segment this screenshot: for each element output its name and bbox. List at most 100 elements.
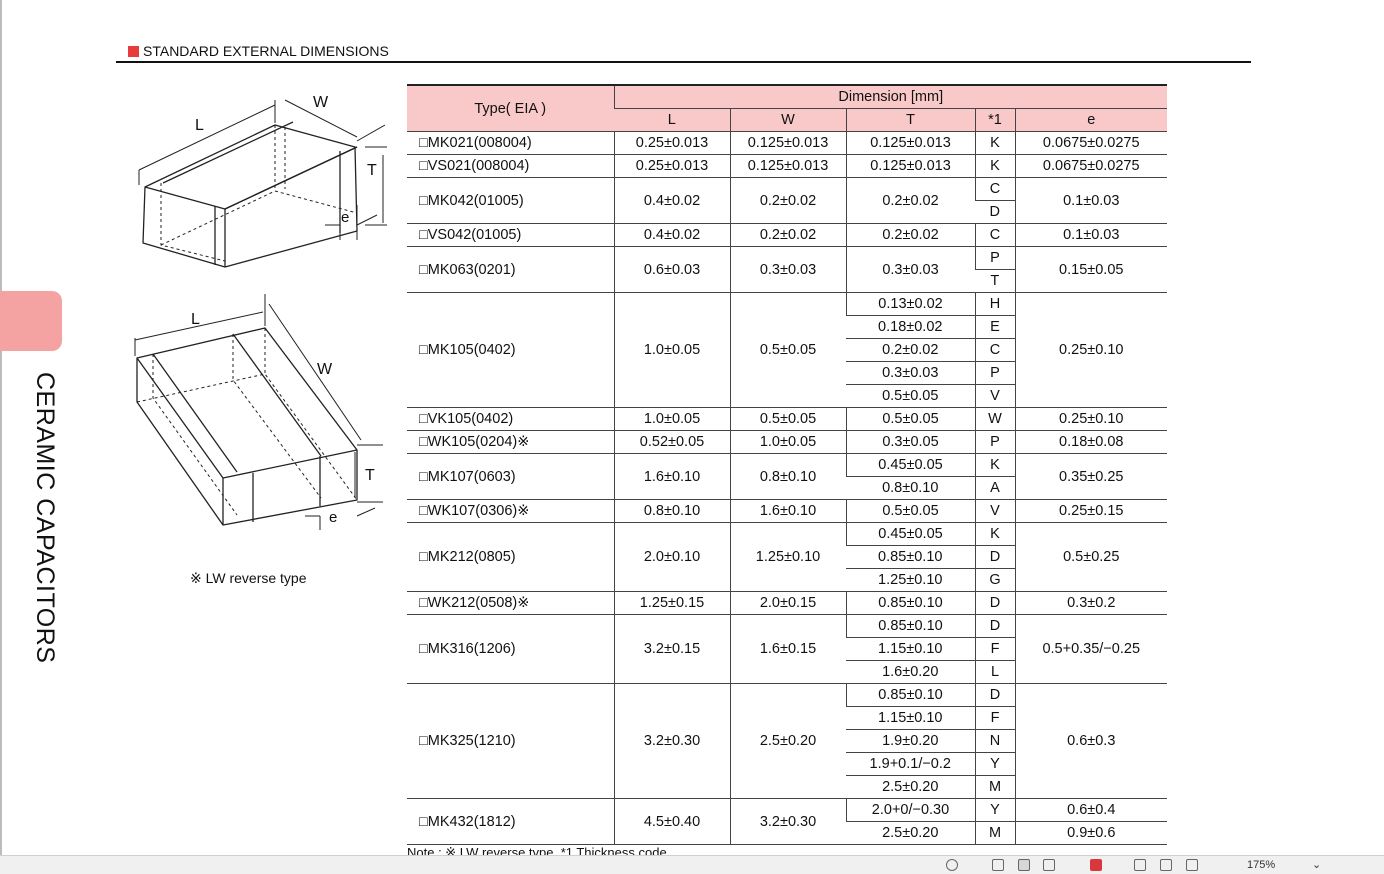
- table-row: □MK042(01005) 0.4±0.02 0.2±0.02 0.2±0.02…: [407, 177, 1167, 224]
- title-rule: [116, 61, 1251, 63]
- t-cell: 1.6±0.20: [846, 660, 975, 684]
- table-subrow: 0.18±0.02 E: [407, 315, 1167, 339]
- code-cell: D: [974, 614, 1015, 638]
- code-cell: D: [974, 683, 1015, 707]
- header-T: T: [845, 108, 975, 132]
- table-subrow: 0.2±0.02 C: [407, 338, 1167, 362]
- actual-size-icon[interactable]: [1186, 859, 1198, 871]
- table-row: □MK325(1210) 3.2±0.30 2.5±0.20 0.85±0.10…: [407, 683, 1167, 799]
- type-cell: □MK105(0402): [407, 292, 614, 408]
- table-row: □MK021(008004) 0.25±0.013 0.125±0.013 0.…: [407, 131, 1167, 155]
- code-cell: P: [974, 246, 1015, 270]
- t-cell: 0.3±0.03: [845, 246, 975, 293]
- header-type: Type( EIA ): [407, 84, 614, 132]
- table-subrow: 1.9±0.20 N: [407, 729, 1167, 753]
- table-subrow: 1.15±0.10 F: [407, 637, 1167, 661]
- table-row: □WK212(0508)※ 1.25±0.15 2.0±0.15 0.85±0.…: [407, 591, 1167, 615]
- header-code: *1: [974, 108, 1015, 132]
- code-cell: C: [974, 177, 1015, 201]
- e-cell: 0.0675±0.0275: [1014, 131, 1167, 155]
- l-cell: 0.4±0.02: [613, 177, 730, 224]
- type-cell: □VK105(0402): [407, 407, 614, 431]
- zoom-dropdown-chevron-icon[interactable]: ⌄: [1312, 859, 1322, 871]
- type-cell: □VS042(01005): [407, 223, 614, 247]
- presentation-icon[interactable]: [1090, 859, 1102, 871]
- type-cell: □WK107(0306)※: [407, 499, 614, 523]
- code-cell: P: [974, 361, 1015, 385]
- w-cell: 0.125±0.013: [729, 131, 846, 155]
- w-cell: 1.6±0.10: [729, 499, 846, 523]
- code-cell: V: [974, 499, 1015, 523]
- t-cell: 2.5±0.20: [846, 775, 975, 799]
- e-cell: 0.15±0.05: [1014, 246, 1167, 293]
- w-cell: 2.0±0.15: [729, 591, 846, 615]
- fig2-label-L: L: [191, 311, 200, 328]
- table-row: □VS021(008004) 0.25±0.013 0.125±0.013 0.…: [407, 154, 1167, 178]
- code-cell: D: [974, 591, 1015, 615]
- lw-reverse-note: ※ LW reverse type: [190, 570, 307, 586]
- t-cell: 0.2±0.02: [845, 223, 975, 247]
- e-cell: 0.5+0.35/−0.25: [1014, 614, 1167, 684]
- t-cell: 0.45±0.05: [845, 522, 975, 546]
- code-cell: K: [974, 522, 1015, 546]
- t-cell: 1.15±0.10: [846, 706, 975, 730]
- code-cell: V: [974, 384, 1015, 408]
- t-cell: 2.0+0/−0.30: [845, 798, 975, 822]
- t-cell: 0.8±0.10: [846, 476, 975, 500]
- fig2-label-e: e: [329, 509, 337, 526]
- page-view-icon[interactable]: [992, 859, 1004, 871]
- t-cell: 0.85±0.10: [845, 614, 975, 638]
- code-cell: C: [974, 338, 1015, 362]
- table-subrow: 2.5±0.20 M 0.9±0.6: [407, 821, 1167, 845]
- table-subrow: 0.5±0.05 V: [407, 384, 1167, 408]
- code-cell: M: [974, 821, 1015, 845]
- w-cell: 1.6±0.15: [729, 614, 846, 684]
- brightness-icon[interactable]: [946, 859, 958, 871]
- table-subrow: D: [407, 200, 1167, 224]
- chip-dimension-figure: L W T e: [138, 94, 387, 268]
- single-page-icon[interactable]: [1018, 859, 1030, 871]
- table-row: □VK105(0402) 1.0±0.05 0.5±0.05 0.5±0.05 …: [407, 407, 1167, 431]
- table-subrow: 1.15±0.10 F: [407, 706, 1167, 730]
- w-cell: 0.2±0.02: [729, 177, 846, 224]
- t-cell: 1.9+0.1/−0.2: [846, 752, 975, 776]
- type-cell: □MK107(0603): [407, 453, 614, 500]
- fit-page-icon[interactable]: [1134, 859, 1146, 871]
- w-cell: 1.0±0.05: [729, 430, 846, 454]
- table-subrow: 1.25±0.10 G: [407, 568, 1167, 592]
- l-cell: 0.8±0.10: [613, 499, 730, 523]
- t-cell: 0.85±0.10: [845, 591, 975, 615]
- code-cell: H: [974, 292, 1015, 316]
- e-cell: 0.1±0.03: [1014, 177, 1167, 224]
- t-cell: 0.85±0.10: [846, 545, 975, 569]
- t-cell: 0.2±0.02: [845, 177, 975, 224]
- t-cell: 0.5±0.05: [846, 384, 975, 408]
- e-cell: 0.3±0.2: [1014, 591, 1167, 615]
- t-cell: 1.25±0.10: [846, 568, 975, 592]
- fit-width-icon[interactable]: [1160, 859, 1172, 871]
- code-cell: N: [974, 729, 1015, 753]
- e-cell: 0.25±0.15: [1014, 499, 1167, 523]
- code-cell: L: [974, 660, 1015, 684]
- t-cell: 0.125±0.013: [845, 131, 975, 155]
- two-page-icon[interactable]: [1043, 859, 1055, 871]
- t-cell: 0.3±0.05: [845, 430, 975, 454]
- fig1-label-L: L: [195, 117, 204, 134]
- type-cell: □VS021(008004): [407, 154, 614, 178]
- lw-reverse-chip-figure: L W T e: [134, 294, 383, 530]
- section-title-text: STANDARD EXTERNAL DIMENSIONS: [143, 43, 389, 59]
- dimensions-table: Type( EIA ) Dimension [mm] L W T *1 e □M…: [407, 84, 1167, 845]
- w-cell: 0.5±0.05: [729, 292, 846, 408]
- code-cell: P: [974, 430, 1015, 454]
- e-cell: 0.5±0.25: [1014, 522, 1167, 592]
- t-cell: 0.18±0.02: [846, 315, 975, 339]
- table-subrow: 1.9+0.1/−0.2 Y: [407, 752, 1167, 776]
- code-cell: K: [974, 453, 1015, 477]
- t-cell: 0.45±0.05: [845, 453, 975, 477]
- type-cell: □MK316(1206): [407, 614, 614, 684]
- type-cell: □WK212(0508)※: [407, 591, 614, 615]
- zoom-level[interactable]: 175%: [1247, 859, 1276, 871]
- e-cell: 0.0675±0.0275: [1014, 154, 1167, 178]
- code-cell: C: [974, 223, 1015, 247]
- table-row: □MK316(1206) 3.2±0.15 1.6±0.15 0.85±0.10…: [407, 614, 1167, 684]
